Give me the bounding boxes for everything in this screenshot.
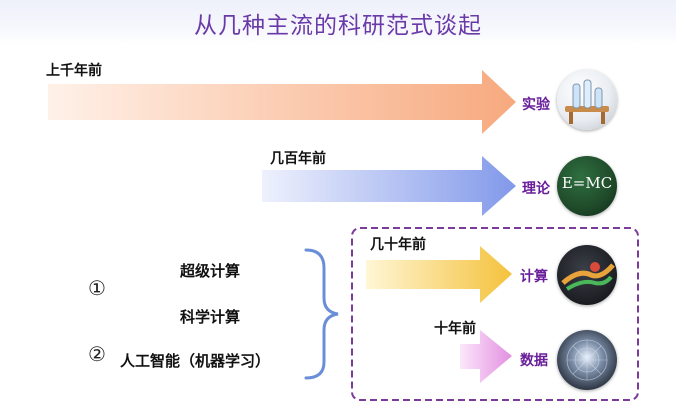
- simulation-icon: [557, 245, 617, 305]
- paradigm-label-theory: 理论: [522, 181, 550, 197]
- recent-paradigms-box: [351, 227, 639, 401]
- era-label-data: 十年前: [434, 321, 476, 337]
- arrow-experiment: [48, 70, 516, 134]
- chalkboard-icon: E=MC: [557, 156, 617, 216]
- arrow-theory: [262, 156, 516, 216]
- brace: [304, 248, 339, 380]
- lab-equipment-icon: [557, 70, 617, 130]
- item-ai-ml: 人工智能（机器学习）: [120, 352, 271, 370]
- item-supercomputing: 超级计算: [180, 262, 241, 280]
- paradigm-label-compute: 计算: [520, 269, 548, 285]
- title-band: [0, 0, 676, 44]
- data-sphere-icon: [557, 330, 617, 390]
- arrow-compute: [366, 246, 512, 303]
- arrow-data: [460, 330, 512, 383]
- chalkboard-text: E=MC: [561, 174, 613, 192]
- marker-1: ①: [88, 276, 106, 300]
- item-scientific-computing: 科学计算: [180, 308, 241, 326]
- paradigm-label-experiment: 实验: [522, 97, 550, 113]
- marker-2: ②: [88, 342, 106, 366]
- era-label-experiment: 上千年前: [46, 63, 102, 79]
- era-label-theory: 几百年前: [270, 151, 326, 167]
- paradigm-label-data: 数据: [520, 353, 548, 369]
- page-title: 从几种主流的科研范式谈起: [194, 13, 482, 39]
- era-label-compute: 几十年前: [370, 237, 426, 253]
